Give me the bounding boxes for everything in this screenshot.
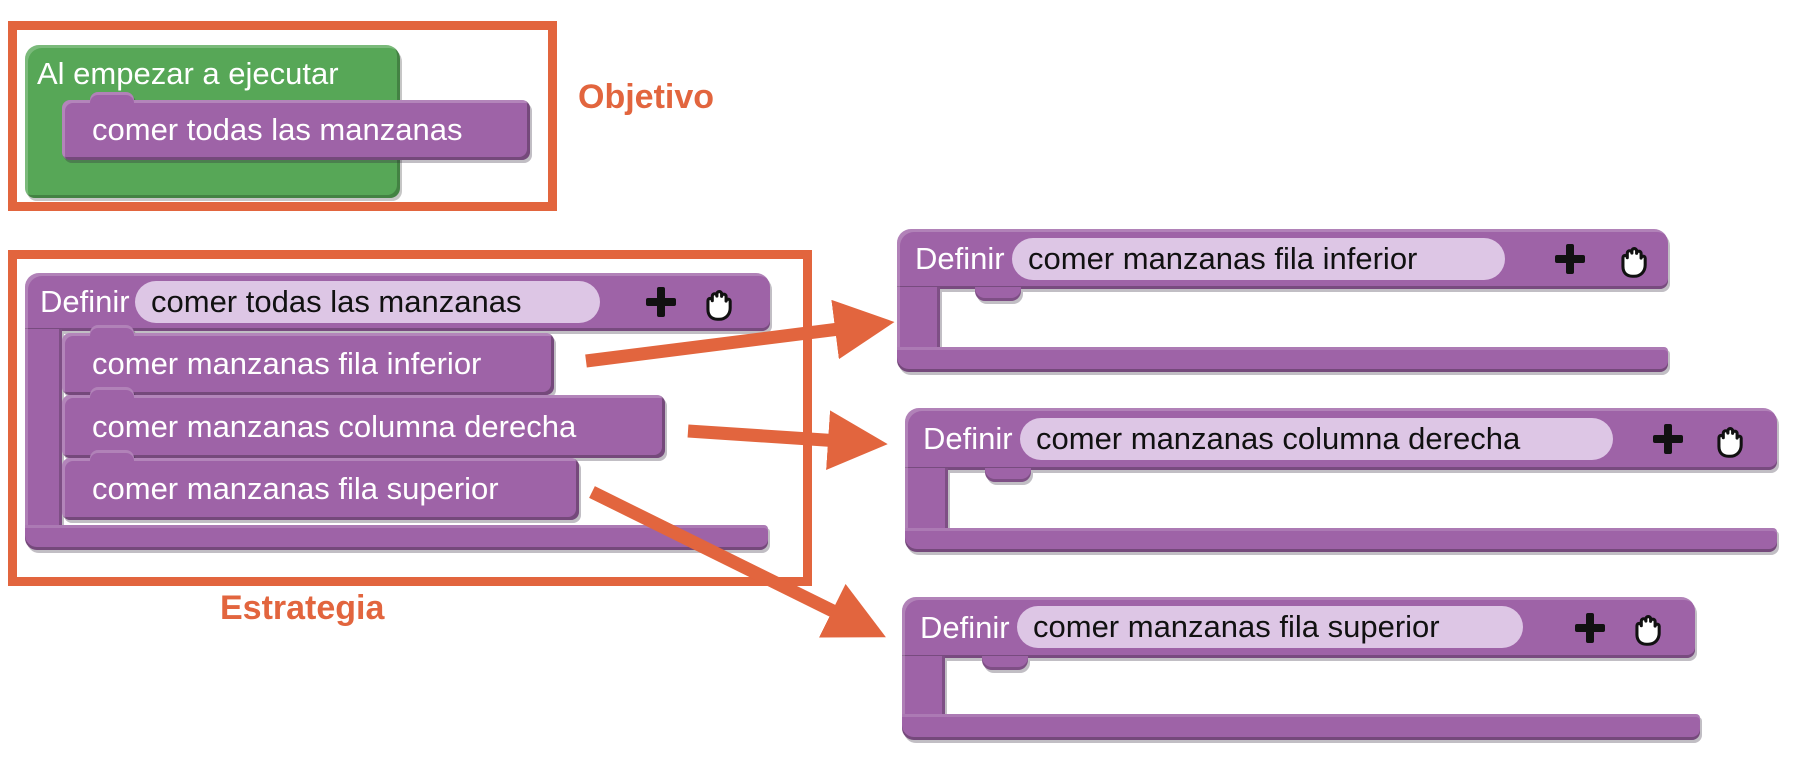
definition-block-columna-derecha[interactable]: Definir comer manzanas columna derecha [905,408,1777,552]
hand-grab-icon[interactable] [1614,236,1660,282]
call-block-columna-derecha[interactable]: comer manzanas columna derecha [62,387,665,458]
hand-grab-icon[interactable] [1628,604,1674,650]
definition-block-fila-superior[interactable]: Definir comer manzanas fila superior [902,597,1700,740]
plus-icon[interactable] [1645,408,1691,470]
estrategia-outline-box [8,250,812,586]
definition-bottom-bar [25,525,768,550]
connector-bump [90,325,134,341]
definir-keyword: Definir [920,610,1010,645]
slot-notch [985,468,1031,482]
slot-notch [982,656,1028,670]
definition-block-fila-inferior[interactable]: Definir comer manzanas fila inferior [897,229,1668,372]
connector-bump [90,450,134,466]
connector-bump [90,387,134,403]
definir-keyword: Definir [915,241,1005,276]
procedure-name-pill[interactable]: comer manzanas fila superior [1017,606,1523,648]
call-block-comer-todas-las-manzanas[interactable]: comer todas las manzanas [62,92,530,160]
objetivo-outline-box [8,21,557,211]
slot-notch [975,287,1021,301]
definition-left-arm [905,468,948,530]
definition-left-arm [897,287,940,349]
hand-grab-icon[interactable] [1710,416,1756,462]
plus-icon[interactable] [1547,229,1593,289]
plus-icon[interactable] [638,273,684,331]
definir-keyword: Definir [40,284,130,319]
definition-bottom-bar [902,714,1700,740]
call-block-fila-superior[interactable]: comer manzanas fila superior [62,450,579,520]
definition-bottom-bar [897,347,1668,372]
connector-bump [90,92,134,108]
definition-bottom-bar [905,528,1777,552]
hand-grab-icon[interactable] [699,279,745,325]
plus-icon[interactable] [1567,597,1613,658]
estrategia-label: Estrategia [220,589,385,627]
call-block-fila-inferior[interactable]: comer manzanas fila inferior [62,325,554,395]
definir-keyword: Definir [923,421,1013,456]
procedure-name-pill[interactable]: comer todas las manzanas [135,281,600,323]
definition-left-arm [902,656,945,716]
definition-left-arm [25,329,62,529]
procedure-name-pill[interactable]: comer manzanas columna derecha [1020,418,1613,460]
definition-block-main[interactable]: Definir comer todas las manzanas [25,273,770,550]
objetivo-label: Objetivo [578,78,715,116]
procedure-name-pill[interactable]: comer manzanas fila inferior [1012,238,1505,280]
start-hat-label: Al empezar a ejecutar [37,56,339,91]
